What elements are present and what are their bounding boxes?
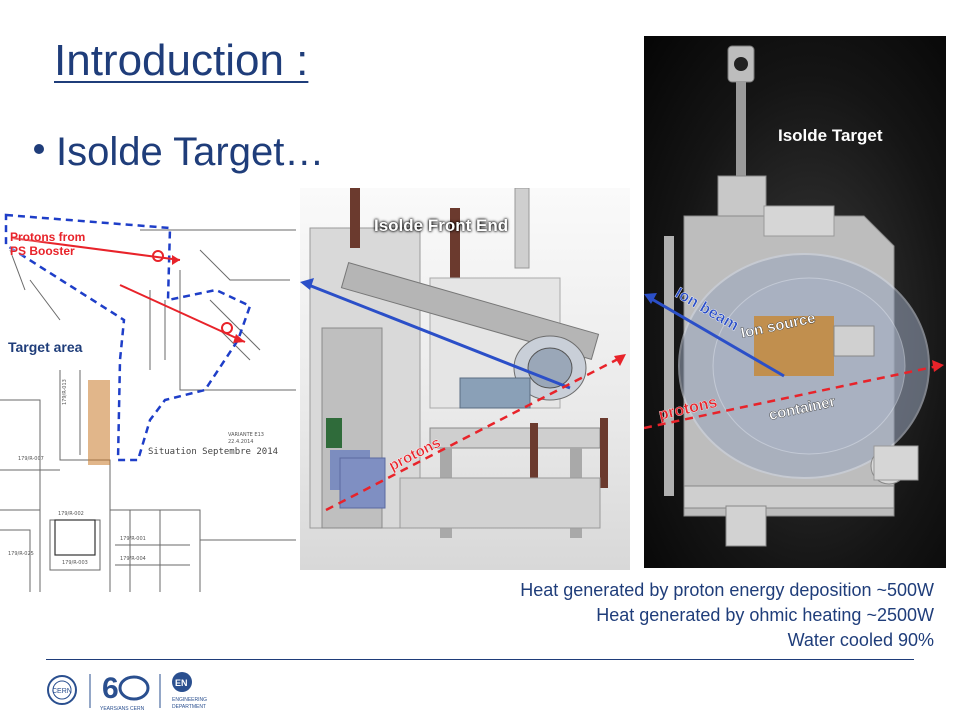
cern-logo-text: CERN xyxy=(52,688,72,695)
plan-room-label: 179/R-007 xyxy=(18,456,44,462)
plan-room-label: 179/R-025 xyxy=(8,551,34,557)
plan-room-label: 179/R-003 xyxy=(62,560,88,566)
en-logo: EN ENGINEERING DEPARTMENT xyxy=(172,672,207,710)
plan-variante-2: 22.4.2014 xyxy=(228,439,253,445)
slide-title: Introduction : xyxy=(54,36,309,85)
anniversary-text: YEARS/ANS CERN xyxy=(100,706,145,712)
heat-note-water: Water cooled 90% xyxy=(787,630,934,650)
heat-note-proton: Heat generated by proton energy depositi… xyxy=(520,580,934,600)
cern-logo: CERN xyxy=(47,675,77,705)
heat-notes: Heat generated by proton energy depositi… xyxy=(520,578,934,653)
target-ion-beam-line xyxy=(649,296,785,378)
footer-rule xyxy=(46,659,914,660)
footer-logos: CERN 6 YEARS/ANS CERN EN ENGINEERING DEP… xyxy=(44,668,284,714)
floor-plan: Situation Septembre 2014 VARIANTE E13 22… xyxy=(0,210,296,592)
bullet-item: Isolde Target… xyxy=(34,130,324,175)
target-area-label: Target area xyxy=(8,339,83,355)
target-photo: Ion beam Ion source protons container xyxy=(644,36,946,568)
protons-from-label: Protons from PS Booster xyxy=(10,230,130,258)
front-end-label: Isolde Front End xyxy=(374,216,509,235)
plan-variante-1: VARIANTE E13 xyxy=(228,432,264,438)
beam-line-upper xyxy=(11,237,181,261)
plan-room-label: 179/R-001 xyxy=(120,536,146,542)
en-text-line1: ENGINEERING xyxy=(172,697,207,703)
target-render: Ion beam Ion source protons container xyxy=(644,45,944,547)
front-ion-beam-line xyxy=(305,282,571,390)
protons-from-line2: PS Booster xyxy=(10,244,75,258)
plan-room-label: 179/R-013 xyxy=(62,379,68,405)
footer-logo-strip: CERN 6 YEARS/ANS CERN EN ENGINEERING DEP… xyxy=(47,672,207,712)
protons-from-line1: Protons from xyxy=(10,230,86,244)
hatched-wall xyxy=(88,380,110,465)
anniversary-logo: 6 YEARS/ANS CERN xyxy=(100,672,150,712)
en-text-line2: DEPARTMENT xyxy=(172,704,206,710)
front-end-photo: protons xyxy=(300,188,630,570)
plan-room-label: 179/R-002 xyxy=(58,511,84,517)
bullet-dot xyxy=(34,144,44,155)
front-end-render: protons xyxy=(300,188,626,538)
bullet-text: Isolde Target… xyxy=(56,130,325,174)
target-label: Isolde Target xyxy=(778,126,883,145)
plan-situation-label: Situation Septembre 2014 xyxy=(148,447,278,457)
heat-note-ohmic: Heat generated by ohmic heating ~2500W xyxy=(596,605,934,625)
target-area-boundary xyxy=(4,213,252,462)
plan-room-label: 179/R-004 xyxy=(120,556,146,562)
floor-plan-drawing: Situation Septembre 2014 VARIANTE E13 22… xyxy=(0,213,296,592)
svg-text:6: 6 xyxy=(102,672,119,705)
en-badge-text: EN xyxy=(175,678,188,688)
